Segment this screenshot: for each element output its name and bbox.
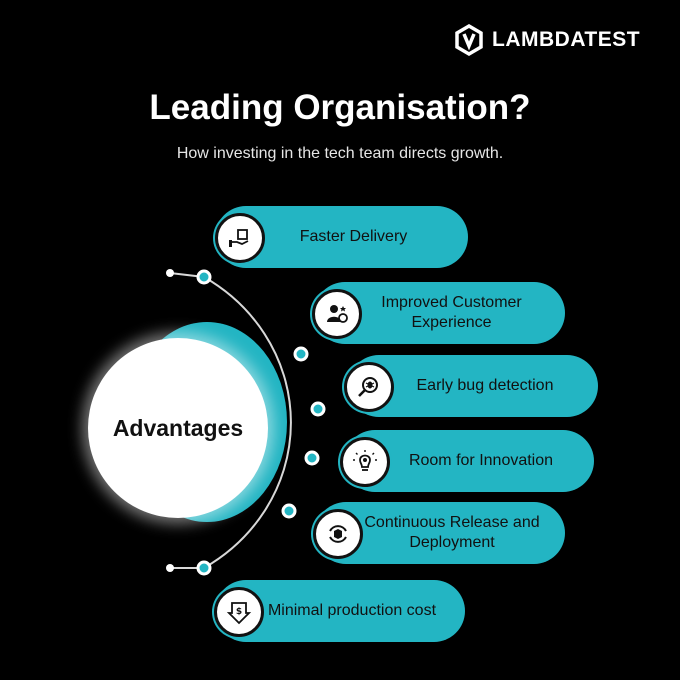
customer-thumbs-up-icon [312,289,362,339]
arc-node [281,503,297,519]
arc-node [293,346,309,362]
advantage-label: Faster Delivery [299,228,408,245]
arc-node [196,560,212,576]
hub-label: Advantages [112,414,244,441]
arc-node [310,401,326,417]
brand-name: LAMBDATEST [492,28,641,51]
arc-node [196,269,212,285]
arc-node [304,450,320,466]
advantage-label: Room for Innovation [408,452,554,469]
cycle-box-icon [313,509,363,559]
lightbulb-gear-icon [340,437,390,487]
advantage-label: Minimal production cost [267,602,437,619]
delivery-box-hand-icon [215,213,265,263]
arc-endpoint-top [166,269,174,277]
advantage-label: Early bug detection [416,377,554,394]
svg-text:$: $ [236,607,242,617]
dollar-down-icon: $ [214,587,264,637]
arc-line [169,272,292,569]
page-subtitle: How investing in the tech team directs g… [176,145,504,162]
brand-logo: LAMBDATEST [452,22,640,58]
advantage-faster-delivery: Faster Delivery [215,206,468,268]
arc-endpoint-bottom [166,564,174,572]
advantages-hub: Advantages [88,338,268,518]
bug-magnifier-icon [344,362,394,412]
page-title: Leading Organisation? [149,88,531,127]
advantage-label: Continuous Release and Deployment [364,514,540,551]
advantage-label: Improved Customer Experience [381,294,522,331]
lambdatest-logo-icon [455,23,483,57]
